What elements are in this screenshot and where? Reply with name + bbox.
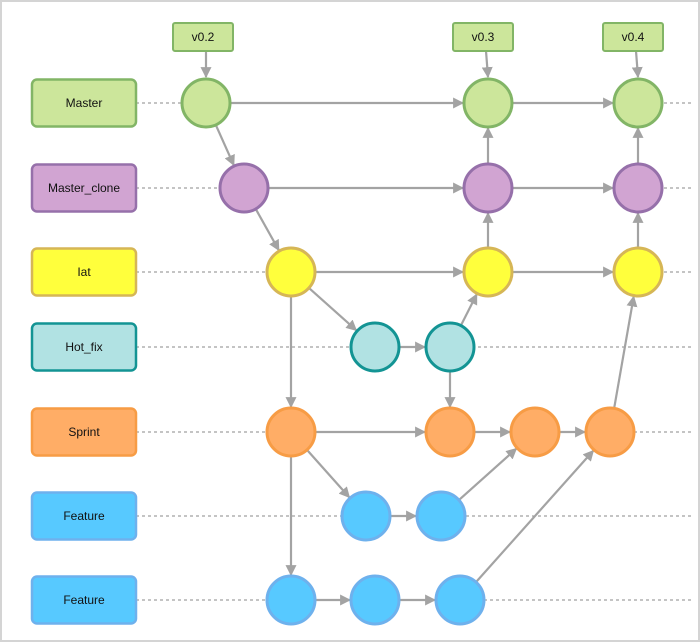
edge-t2-to-m2 <box>481 50 493 79</box>
commits <box>180 77 664 626</box>
lane-box-sprint: Sprint <box>30 407 138 457</box>
commit-node-c1 <box>218 162 270 214</box>
tag-label: v0.3 <box>472 30 495 44</box>
commit-node-c2 <box>462 162 514 214</box>
edge-c1-to-i1 <box>254 208 280 252</box>
lane-label: Hot_fix <box>65 340 102 354</box>
edges <box>200 50 644 606</box>
commit-node-h2 <box>424 321 476 373</box>
lane-lines <box>136 102 692 601</box>
lane-box-master: Master <box>30 78 138 128</box>
commit-node-g2 <box>349 574 401 626</box>
edge-i1-to-h1 <box>308 287 358 332</box>
commit-node-s4 <box>584 406 636 458</box>
tag-label: v0.2 <box>192 30 215 44</box>
tag-box-shape <box>172 22 234 52</box>
lane-label: Feature <box>63 593 105 607</box>
lane-box-feature1: Feature <box>30 491 138 541</box>
lane-label: Sprint <box>68 425 100 439</box>
lane-box-hotfix: Hot_fix <box>30 322 138 372</box>
lane-box-shape <box>30 491 138 541</box>
lane-label: Feature <box>63 509 105 523</box>
commit-node-m2 <box>462 77 514 129</box>
commit-node-g1 <box>265 574 317 626</box>
edge-s1-to-f1 <box>306 449 351 499</box>
commit-node-f1 <box>340 490 392 542</box>
commit-node-i3 <box>612 246 664 298</box>
commit-node-h1 <box>349 321 401 373</box>
commit-node-g3 <box>434 574 486 626</box>
lane-label: Master <box>66 96 103 110</box>
commit-node-i1 <box>265 246 317 298</box>
lane-box-shape <box>30 247 138 297</box>
commit-node-i2 <box>462 246 514 298</box>
tag-t1: v0.2 <box>172 22 234 52</box>
tag-box-shape <box>602 22 664 52</box>
tag-t3: v0.4 <box>602 22 664 52</box>
edge-f2-to-s3 <box>458 447 518 501</box>
lane-box-iat: Iat <box>30 247 138 297</box>
commit-node-m3 <box>612 77 664 129</box>
lane-box-shape <box>30 322 138 372</box>
tags: v0.2 v0.3 v0.4 <box>172 22 664 52</box>
commit-node-s1 <box>265 406 317 458</box>
lane-box-shape <box>30 78 138 128</box>
edge-h2-to-i2 <box>459 293 478 327</box>
lane-label: Master_clone <box>48 181 120 195</box>
lane-box-feature2: Feature <box>30 575 138 625</box>
commit-node-s3 <box>509 406 561 458</box>
commit-node-f2 <box>415 490 467 542</box>
tag-t2: v0.3 <box>452 22 514 52</box>
edge-g3-to-s4 <box>475 449 595 583</box>
commit-node-c3 <box>612 162 664 214</box>
lane-box-shape <box>30 163 138 213</box>
lane-box-shape <box>30 407 138 457</box>
lane-box-shape <box>30 575 138 625</box>
commit-node-m1 <box>180 77 232 129</box>
edge-t3-to-m3 <box>631 50 643 79</box>
tag-label: v0.4 <box>622 30 645 44</box>
edge-m1-to-c1 <box>214 124 235 167</box>
commit-node-s2 <box>424 406 476 458</box>
edge-s4-to-i3 <box>613 295 638 409</box>
lane-label: Iat <box>77 265 91 279</box>
lane-labels: MasterMaster_cloneIatHot_fixSprintFeatur… <box>30 78 138 625</box>
lane-box-clone: Master_clone <box>30 163 138 213</box>
tag-box-shape <box>452 22 514 52</box>
